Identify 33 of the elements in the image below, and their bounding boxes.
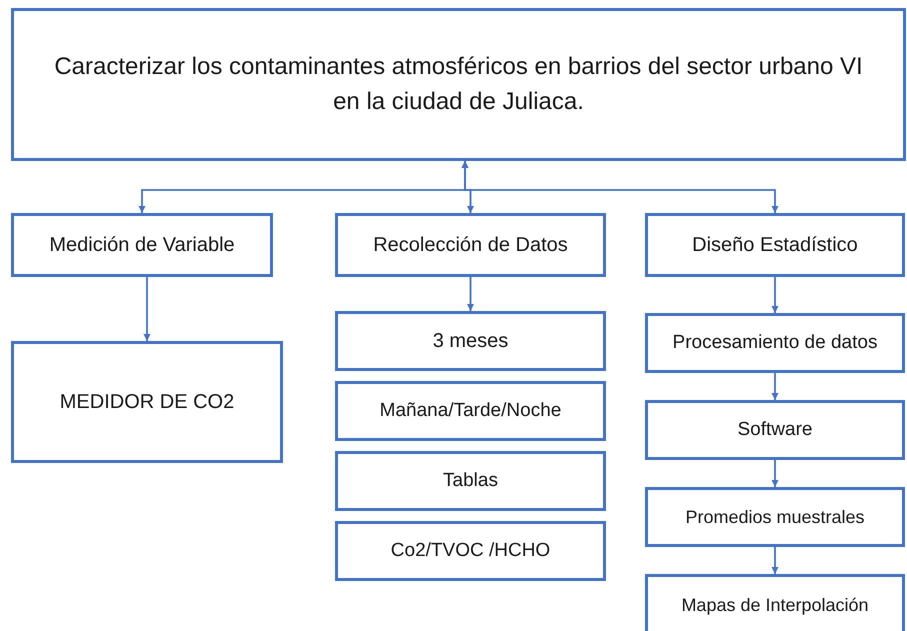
- process-box: [335, 311, 606, 371]
- process-box: [335, 213, 606, 277]
- process-box: [11, 341, 283, 463]
- process-box: [335, 381, 606, 441]
- node-text: 3 meses: [432, 330, 508, 352]
- node-text: MEDIDOR DE CO2: [60, 390, 234, 414]
- node-text: Mañana/Tarde/Noche: [380, 400, 562, 422]
- node-text: Recolección de Datos: [373, 234, 568, 256]
- arrow: [771, 373, 779, 400]
- node-text: Diseño Estadístico: [692, 234, 858, 256]
- node-text: Promedios muestrales: [685, 506, 865, 528]
- node-text: Tablas: [443, 470, 498, 492]
- process-box: [335, 521, 606, 581]
- arrow: [466, 277, 474, 311]
- arrow: [771, 277, 779, 313]
- process-box: [11, 213, 273, 277]
- node-text: Software: [738, 419, 812, 441]
- objective-box: [11, 8, 906, 161]
- node-text: Medición de Variable: [49, 234, 235, 256]
- node-text: Co2/TVOC /HCHO: [390, 540, 550, 562]
- arrow: [771, 460, 779, 487]
- process-box: [645, 574, 905, 631]
- node-text: Caracterizar los contaminantes atmosféricos en barrios del sector urbano VI en la ciudad de Juliaca.: [54, 52, 863, 116]
- process-box: [645, 487, 905, 547]
- arrow: [143, 277, 151, 341]
- arrow: [461, 161, 779, 213]
- node-text: Procesamiento de datos: [672, 332, 878, 354]
- arrow: [771, 547, 779, 574]
- process-box: [645, 213, 905, 277]
- process-box: [645, 313, 905, 373]
- process-box: [335, 451, 606, 511]
- process-box: [645, 400, 905, 460]
- node-text: Mapas de Interpolación: [681, 595, 869, 616]
